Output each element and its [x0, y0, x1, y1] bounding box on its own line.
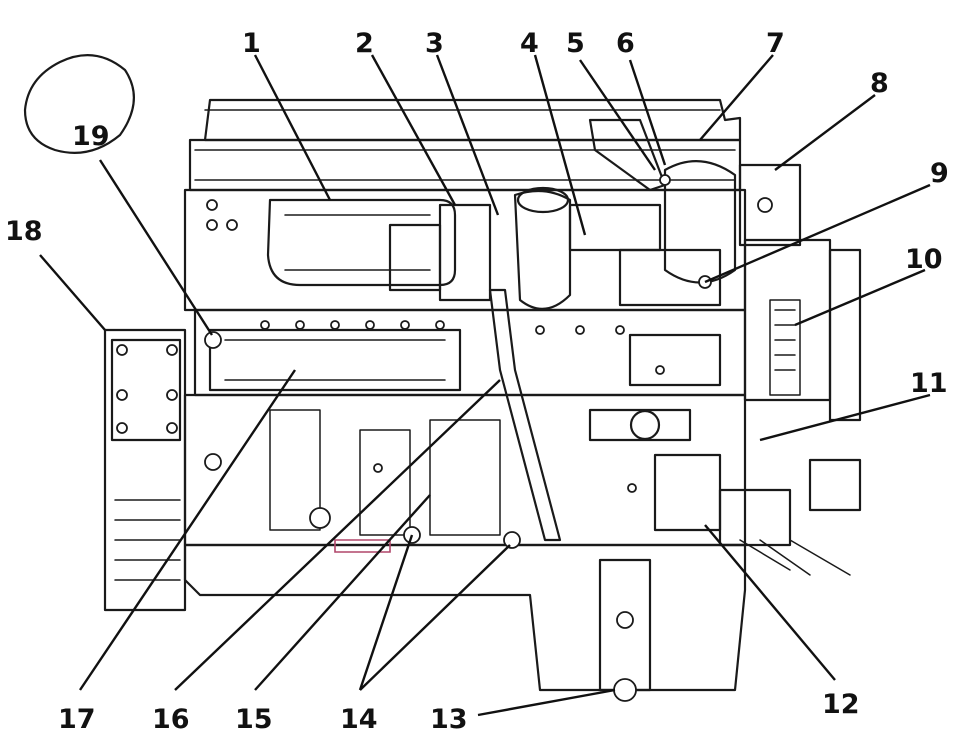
leader-lines — [39, 54, 931, 717]
callout-11: 11 — [910, 368, 948, 399]
engine-outline — [23, 54, 862, 702]
callout-12: 12 — [822, 689, 860, 720]
callout-1: 1 — [242, 28, 261, 59]
callout-16: 16 — [152, 704, 190, 735]
callout-13: 13 — [430, 704, 468, 735]
callout-2: 2 — [355, 28, 374, 59]
callout-15: 15 — [235, 704, 273, 735]
callout-17: 17 — [58, 704, 96, 735]
callout-3: 3 — [425, 28, 444, 59]
callout-14: 14 — [340, 704, 378, 735]
highlight-mark — [334, 539, 391, 553]
callout-6: 6 — [616, 28, 635, 59]
callout-8: 8 — [870, 68, 889, 99]
callout-labels: 1 2 3 4 5 6 7 8 9 10 11 12 13 14 15 16 1… — [5, 28, 949, 735]
callout-18: 18 — [5, 216, 43, 247]
callout-10: 10 — [905, 244, 943, 275]
callout-5: 5 — [566, 28, 585, 59]
callout-7: 7 — [766, 28, 785, 59]
callout-9: 9 — [930, 158, 949, 189]
callout-19: 19 — [72, 121, 110, 152]
callout-4: 4 — [520, 28, 539, 59]
